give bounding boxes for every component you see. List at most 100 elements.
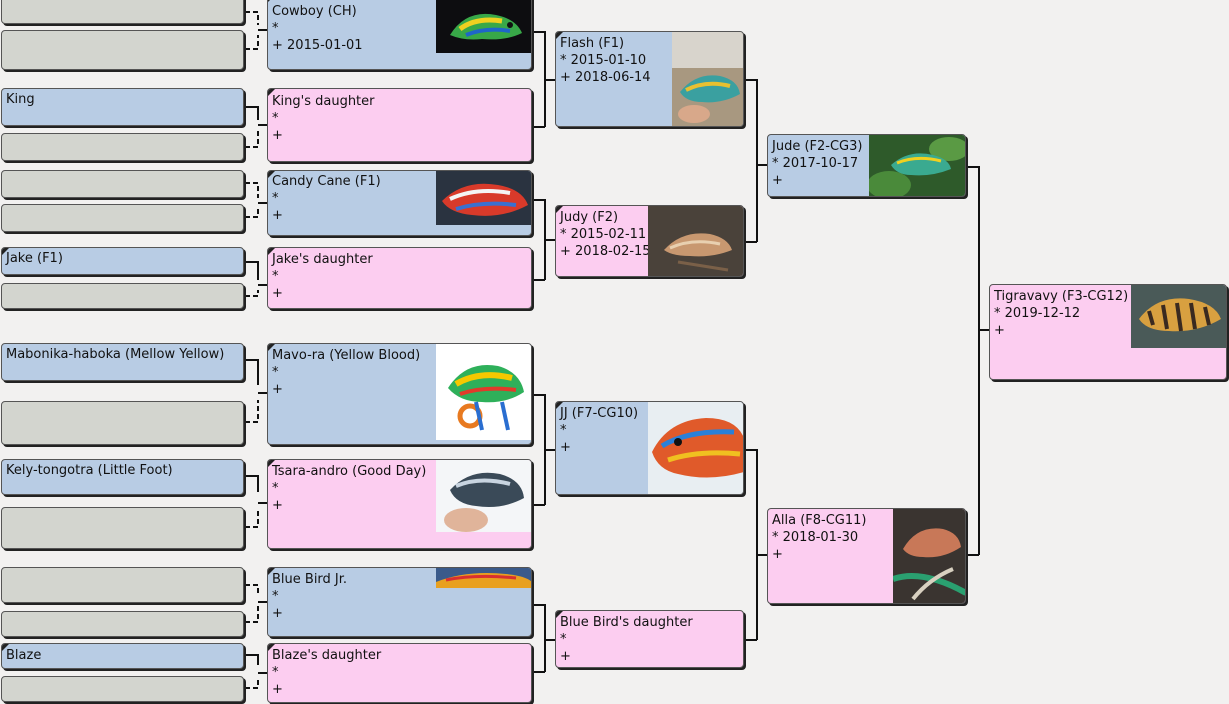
birth-line: * bbox=[272, 21, 279, 36]
birth-line: * bbox=[272, 665, 279, 680]
death-line: + bbox=[772, 173, 783, 188]
death-line: + bbox=[560, 440, 571, 455]
has-more-corner-icon bbox=[268, 644, 275, 651]
birth-line: * bbox=[272, 481, 279, 496]
empty-ancestor-box[interactable] bbox=[1, 567, 244, 603]
person-name: Cowboy (CH) bbox=[272, 4, 357, 19]
birth-line: * bbox=[272, 111, 279, 126]
empty-ancestor-box[interactable] bbox=[1, 611, 244, 637]
chameleon-photo-icon bbox=[869, 135, 965, 196]
chameleon-photo-icon bbox=[436, 568, 531, 588]
person-box-jude[interactable]: Jude (F2-CG3) * 2017-10-17 + bbox=[767, 134, 966, 197]
person-box-blue-bird-jr[interactable]: Blue Bird Jr. * + bbox=[267, 567, 532, 637]
person-box-tigravavy[interactable]: Tigravavy (F3-CG12) * 2019-12-12 + bbox=[989, 284, 1227, 380]
person-name: Kely-tongotra (Little Foot) bbox=[6, 463, 173, 478]
person-name: Blue Bird's daughter bbox=[560, 615, 693, 630]
death-line: + bbox=[272, 128, 283, 143]
birth-line: * 2018-01-30 bbox=[772, 530, 859, 545]
person-name: Tsara-andro (Good Day) bbox=[272, 464, 427, 479]
death-line: + bbox=[994, 323, 1005, 338]
person-box-blazes-daughter[interactable]: Blaze's daughter * + bbox=[267, 643, 532, 703]
person-name: Mavo-ra (Yellow Blood) bbox=[272, 348, 421, 363]
chameleon-photo-icon bbox=[436, 460, 531, 532]
empty-ancestor-box[interactable] bbox=[1, 0, 244, 24]
has-more-corner-icon bbox=[2, 644, 9, 651]
person-name: Jake (F1) bbox=[6, 251, 63, 266]
birth-line: * 2015-01-10 bbox=[560, 53, 647, 68]
person-name: Mabonika-haboka (Mellow Yellow) bbox=[6, 347, 225, 362]
person-box-tsara-andro[interactable]: Tsara-andro (Good Day) * + bbox=[267, 459, 532, 549]
person-name: King bbox=[6, 92, 35, 107]
death-line: + bbox=[272, 498, 283, 513]
person-name: Blaze's daughter bbox=[272, 648, 382, 663]
birth-line: * 2017-10-17 bbox=[772, 156, 859, 171]
person-box-kings-daughter[interactable]: King's daughter * + bbox=[267, 88, 532, 162]
person-box-king[interactable]: King bbox=[1, 88, 244, 126]
death-line: + bbox=[272, 682, 283, 697]
chameleon-photo-icon bbox=[893, 509, 965, 603]
person-box-blaze[interactable]: Blaze bbox=[1, 643, 244, 669]
empty-ancestor-box[interactable] bbox=[1, 170, 244, 198]
empty-ancestor-box[interactable] bbox=[1, 133, 244, 161]
has-more-corner-icon bbox=[268, 248, 275, 255]
has-more-corner-icon bbox=[268, 568, 275, 575]
person-name: Tigravavy (F3-CG12) bbox=[994, 289, 1129, 304]
empty-ancestor-box[interactable] bbox=[1, 676, 244, 702]
birth-line: * bbox=[272, 589, 279, 604]
death-line: + 2018-02-15 bbox=[560, 244, 651, 259]
person-box-cowboy[interactable]: Cowboy (CH) * + 2015-01-01 bbox=[267, 0, 532, 70]
person-box-jj[interactable]: JJ (F7-CG10) * + bbox=[555, 401, 744, 495]
birth-line: * bbox=[272, 191, 279, 206]
person-box-blue-birds-daughter[interactable]: Blue Bird's daughter * + bbox=[555, 610, 744, 668]
person-name: Blaze bbox=[6, 648, 42, 663]
death-line: + bbox=[772, 547, 783, 562]
chameleon-photo-icon bbox=[436, 171, 531, 225]
death-line: + 2018-06-14 bbox=[560, 70, 651, 85]
death-line: + bbox=[272, 286, 283, 301]
person-box-judy[interactable]: Judy (F2) * 2015-02-11 + 2018-02-15 bbox=[555, 205, 744, 277]
empty-ancestor-box[interactable] bbox=[1, 204, 244, 232]
chameleon-photo-icon bbox=[648, 206, 743, 276]
death-line: + bbox=[272, 606, 283, 621]
person-name: Jake's daughter bbox=[272, 252, 373, 267]
person-box-candy-cane[interactable]: Candy Cane (F1) * + bbox=[267, 170, 532, 236]
has-more-corner-icon bbox=[556, 32, 563, 39]
empty-ancestor-box[interactable] bbox=[1, 30, 244, 70]
chameleon-photo-icon bbox=[672, 32, 743, 126]
empty-ancestor-box[interactable] bbox=[1, 401, 244, 445]
person-name: Alla (F8-CG11) bbox=[772, 513, 867, 528]
person-name: Jude (F2-CG3) bbox=[772, 139, 863, 154]
birth-line: * bbox=[560, 423, 567, 438]
person-box-jakes-daughter[interactable]: Jake's daughter * + bbox=[267, 247, 532, 309]
chameleon-photo-icon bbox=[436, 0, 531, 53]
chameleon-photo-icon bbox=[648, 402, 743, 494]
birth-line: * 2019-12-12 bbox=[994, 306, 1081, 321]
birth-line: * bbox=[272, 269, 279, 284]
has-more-corner-icon bbox=[556, 206, 563, 213]
death-line: + bbox=[560, 649, 571, 664]
person-box-flash[interactable]: Flash (F1) * 2015-01-10 + 2018-06-14 bbox=[555, 31, 744, 127]
person-name: Candy Cane (F1) bbox=[272, 174, 381, 189]
death-line: + 2015-01-01 bbox=[272, 38, 363, 53]
has-more-corner-icon bbox=[556, 611, 563, 618]
has-more-corner-icon bbox=[268, 89, 275, 96]
chameleon-photo-icon bbox=[1131, 285, 1226, 348]
birth-line: * bbox=[272, 365, 279, 380]
empty-ancestor-box[interactable] bbox=[1, 283, 244, 309]
has-more-corner-icon bbox=[268, 460, 275, 467]
person-box-kely[interactable]: Kely-tongotra (Little Foot) bbox=[1, 459, 244, 495]
empty-ancestor-box[interactable] bbox=[1, 507, 244, 549]
birth-line: * bbox=[560, 632, 567, 647]
person-name: JJ (F7-CG10) bbox=[560, 406, 639, 421]
person-box-mabonika[interactable]: Mabonika-haboka (Mellow Yellow) bbox=[1, 343, 244, 381]
person-box-jake[interactable]: Jake (F1) bbox=[1, 247, 244, 275]
person-name: Blue Bird Jr. bbox=[272, 572, 348, 587]
person-box-mavo-ra[interactable]: Mavo-ra (Yellow Blood) * + bbox=[267, 343, 532, 445]
has-more-corner-icon bbox=[268, 171, 275, 178]
chameleon-photo-icon bbox=[436, 344, 531, 440]
has-more-corner-icon bbox=[268, 344, 275, 351]
death-line: + bbox=[272, 382, 283, 397]
person-box-alla[interactable]: Alla (F8-CG11) * 2018-01-30 + bbox=[767, 508, 966, 604]
person-name: Judy (F2) bbox=[560, 210, 619, 225]
